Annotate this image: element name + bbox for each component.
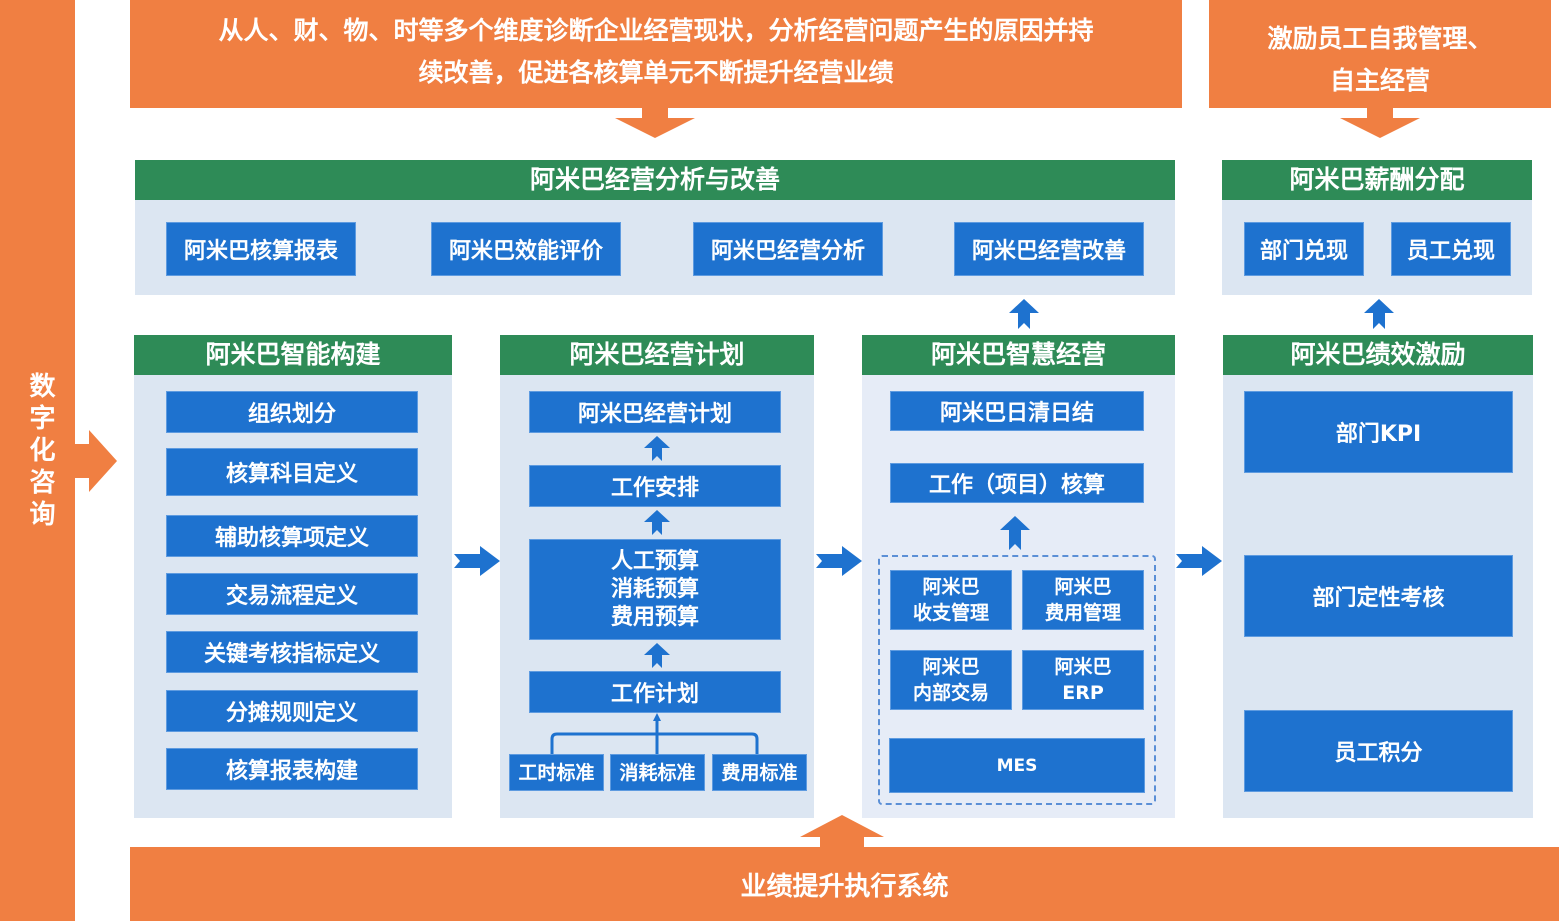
build-item[interactable]: 交易流程定义 [166,573,418,615]
system-item[interactable]: 阿米巴 费用管理 [1022,570,1144,630]
budget-line: 费用预算 [610,604,699,630]
top-right-banner: 激励员工自我管理、 自主经营 [1209,0,1551,108]
standard-item[interactable]: 工时标准 [509,754,604,791]
arrow-down-orange-icon [1340,108,1420,138]
left-bar-label: 数字化咨询 [25,372,55,532]
arrow-up-blue-icon [644,643,670,668]
analysis-section-header: 阿米巴经营分析与改善 [135,160,1175,200]
arrow-up-blue-icon [1009,299,1039,329]
system-line1: 阿米巴 [922,576,980,598]
system-item[interactable]: 阿米巴 ERP [1022,650,1144,710]
system-line1: 阿米巴 [1054,576,1112,598]
left-bar-digital-consulting: 数字化咨询 [0,0,75,921]
mes-box[interactable]: MES [889,738,1145,793]
top-banner: 从人、财、物、时等多个维度诊断企业经营现状，分析经营问题产生的原因并持 续改善，… [130,0,1182,108]
system-line2: ERP [1062,682,1104,704]
build-item[interactable]: 核算科目定义 [166,448,418,496]
arrow-right-blue-icon [454,546,500,576]
budget-line: 人工预算 [610,548,699,574]
arrow-up-blue-icon [1364,299,1394,329]
incentive-item[interactable]: 员工积分 [1244,710,1513,792]
standard-item[interactable]: 消耗标准 [610,754,705,791]
plan-work-plan-box[interactable]: 工作计划 [529,671,781,713]
smart-project-box[interactable]: 工作（项目）核算 [890,463,1144,503]
bottom-banner-label: 业绩提升执行系统 [740,871,949,902]
budget-line: 消耗预算 [610,576,699,602]
analysis-item[interactable]: 阿米巴经营改善 [954,222,1144,276]
system-line1: 阿米巴 [1054,656,1112,678]
arrow-up-blue-icon [644,510,670,535]
arrow-up-blue-icon [644,436,670,461]
arrow-right-orange-icon [75,430,117,492]
top-banner-line2: 续改善，促进各核算单元不断提升经营业绩 [418,58,894,87]
system-item[interactable]: 阿米巴 内部交易 [890,650,1012,710]
standard-item[interactable]: 费用标准 [712,754,807,791]
salary-section-header: 阿米巴薪酬分配 [1222,160,1532,200]
smart-column-header: 阿米巴智慧经营 [862,335,1175,375]
system-line1: 阿米巴 [922,656,980,678]
smart-daily-box[interactable]: 阿米巴日清日结 [890,391,1144,431]
plan-budget-box[interactable]: 人工预算 消耗预算 费用预算 [529,539,781,640]
build-item[interactable]: 关键考核指标定义 [166,631,418,673]
build-column-header: 阿米巴智能构建 [134,335,452,375]
arrow-down-orange-icon [615,108,695,138]
plan-top-box[interactable]: 阿米巴经营计划 [529,391,781,433]
incentive-item[interactable]: 部门定性考核 [1244,555,1513,637]
system-line2: 内部交易 [912,682,989,704]
plan-arrange-box[interactable]: 工作安排 [529,465,781,507]
arrow-up-blue-icon [1000,516,1030,550]
plan-column-header: 阿米巴经营计划 [500,335,814,375]
incentive-item[interactable]: 部门KPI [1244,391,1513,473]
systems-dashed-group [878,555,1156,805]
top-right-banner-line1: 激励员工自我管理、 [1267,24,1493,53]
top-right-banner-line2: 自主经营 [1329,66,1430,95]
analysis-item[interactable]: 阿米巴核算报表 [166,222,356,276]
arrow-up-orange-icon [800,815,884,847]
system-item[interactable]: 阿米巴 收支管理 [890,570,1012,630]
build-item[interactable]: 核算报表构建 [166,748,418,790]
incentive-column-header: 阿米巴绩效激励 [1223,335,1533,375]
arrow-right-blue-icon [816,546,862,576]
bottom-banner: 业绩提升执行系统 [130,847,1559,921]
analysis-item[interactable]: 阿米巴效能评价 [431,222,621,276]
top-banner-line1: 从人、财、物、时等多个维度诊断企业经营现状，分析经营问题产生的原因并持 [218,16,1094,45]
salary-item[interactable]: 员工兑现 [1391,222,1511,276]
tree-connector-icon [550,713,759,755]
build-item[interactable]: 分摊规则定义 [166,690,418,732]
build-item[interactable]: 辅助核算项定义 [166,515,418,557]
system-line2: 收支管理 [912,602,989,624]
build-item[interactable]: 组织划分 [166,391,418,433]
system-line2: 费用管理 [1044,602,1121,624]
arrow-right-blue-icon [1176,546,1222,576]
salary-item[interactable]: 部门兑现 [1244,222,1364,276]
analysis-item[interactable]: 阿米巴经营分析 [693,222,883,276]
